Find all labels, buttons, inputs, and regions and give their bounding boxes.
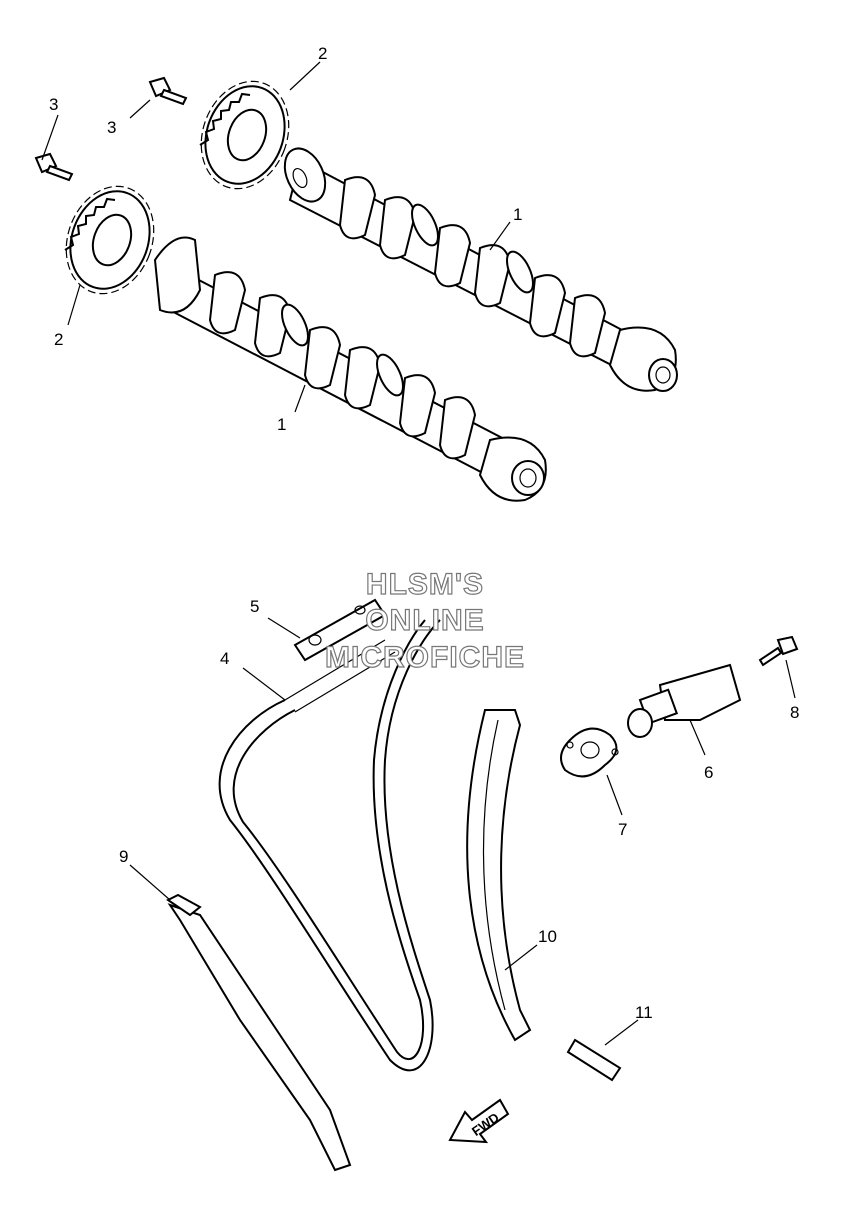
sprocket-lower[interactable] <box>52 174 169 306</box>
callout-tensioner-assembly[interactable]: 6 <box>704 763 713 782</box>
bolt-lower[interactable] <box>34 152 74 182</box>
callout-sprocket-lower[interactable]: 2 <box>54 330 63 349</box>
chain-guide-intake[interactable] <box>466 709 532 1042</box>
bolt-upper[interactable] <box>148 76 188 106</box>
timing-chain[interactable] <box>218 619 441 1072</box>
leader-lines <box>41 61 796 1046</box>
camshaft-lower[interactable] <box>153 236 547 502</box>
callout-tensioner-bolt[interactable]: 8 <box>790 703 799 722</box>
watermark-line-1: HLSM'S <box>366 568 484 601</box>
tensioner-bolt[interactable] <box>758 635 799 667</box>
callout-tensioner-gasket[interactable]: 7 <box>618 820 627 839</box>
tensioner-assembly[interactable] <box>627 663 742 738</box>
callout-guide-pin[interactable]: 11 <box>635 1003 653 1022</box>
callout-numbers: 1 1 2 2 3 3 4 5 6 7 8 9 10 11 <box>49 44 799 1022</box>
camshaft-upper[interactable] <box>277 142 678 392</box>
callout-sprocket-upper[interactable]: 2 <box>318 44 327 63</box>
tensioner-gasket[interactable] <box>560 727 619 778</box>
chain-guide-exhaust[interactable] <box>166 893 352 1172</box>
chain-guide-top[interactable] <box>293 598 387 662</box>
callout-chain-guide-intake[interactable]: 10 <box>538 927 557 946</box>
watermark-line-2: ONLINE <box>365 604 484 637</box>
callout-bolt-lower[interactable]: 3 <box>49 95 58 114</box>
callout-camshaft-lower[interactable]: 1 <box>277 415 286 434</box>
callout-camshaft-upper[interactable]: 1 <box>513 205 522 224</box>
callout-timing-chain[interactable]: 4 <box>220 649 229 668</box>
watermark: HLSM'S ONLINE MICROFICHE <box>324 567 525 674</box>
sprocket-upper[interactable] <box>187 69 304 201</box>
callout-chain-guide-top[interactable]: 5 <box>250 597 259 616</box>
callout-chain-guide-exhaust[interactable]: 9 <box>119 847 128 866</box>
forward-direction-arrow: FWD <box>448 1098 510 1144</box>
watermark-line-3: MICROFICHE <box>325 641 525 674</box>
guide-pin[interactable] <box>566 1038 622 1082</box>
callout-bolt-upper[interactable]: 3 <box>107 118 116 137</box>
